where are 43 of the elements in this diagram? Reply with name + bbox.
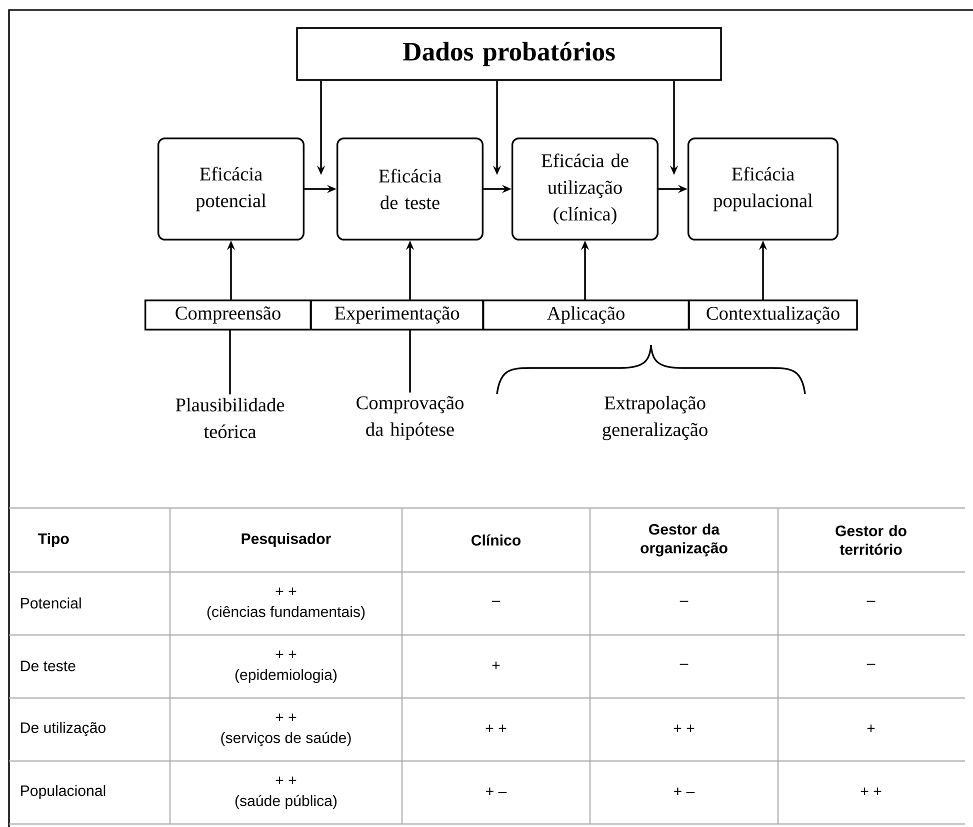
row-label: De teste <box>21 660 76 672</box>
process-box: Eficácia populacional <box>687 137 839 241</box>
header-text: Pesquisador <box>242 532 331 548</box>
field-text: (epidemiologia) <box>235 668 337 684</box>
row-label: De utilização <box>21 722 106 736</box>
header-text: Tipo <box>38 532 69 548</box>
process-box: Eficácia de teste <box>336 137 484 241</box>
connector-line <box>409 330 411 393</box>
field-text: (ciências fundamentais) <box>207 606 365 620</box>
connector-line <box>229 330 231 394</box>
stage-cell: Experimentação <box>310 299 484 331</box>
rating-text: + – <box>486 788 507 796</box>
outcome-text: Plausibilidade teórica <box>176 398 284 438</box>
rating-text: + + <box>486 724 506 732</box>
rating-text: – <box>492 600 500 602</box>
rating-text: + + <box>276 714 296 722</box>
field-text: (saúde pública) <box>235 794 337 810</box>
stage-cell: Compreensão <box>144 299 312 331</box>
field-text: (serviços de saúde) <box>221 732 351 746</box>
row-label: Populacional <box>21 785 106 800</box>
rating-text: + + <box>860 788 882 796</box>
outcome-text: Comprovação da hipótese <box>356 396 464 440</box>
stage-cell: Aplicação <box>482 299 690 331</box>
rating-text: – <box>680 600 688 602</box>
row-label: Potencial <box>21 597 81 609</box>
rating-text: + + <box>674 724 694 732</box>
rating-text: + + <box>276 776 296 784</box>
process-box: Eficácia potencial <box>157 137 305 241</box>
stage-cell: Contextualização <box>688 299 858 331</box>
rating-text: + – <box>674 788 695 796</box>
outcome-text: Extrapolação generalização <box>602 396 708 440</box>
header-text: Gestor do território <box>836 525 906 555</box>
rating-text: – <box>680 664 688 665</box>
rating-text: – <box>866 664 876 665</box>
rating-text: + + <box>276 650 296 658</box>
rating-text: + + <box>276 588 296 596</box>
title-box: Dados probatórios <box>296 27 722 81</box>
rating-text: + <box>492 662 500 670</box>
header-text: Gestor da organização <box>640 524 728 556</box>
process-box: Eficácia de utilização (clínica) <box>511 137 659 241</box>
rating-text: + <box>867 724 875 732</box>
header-text: Clínico <box>472 534 521 546</box>
rating-text: – <box>866 600 876 602</box>
